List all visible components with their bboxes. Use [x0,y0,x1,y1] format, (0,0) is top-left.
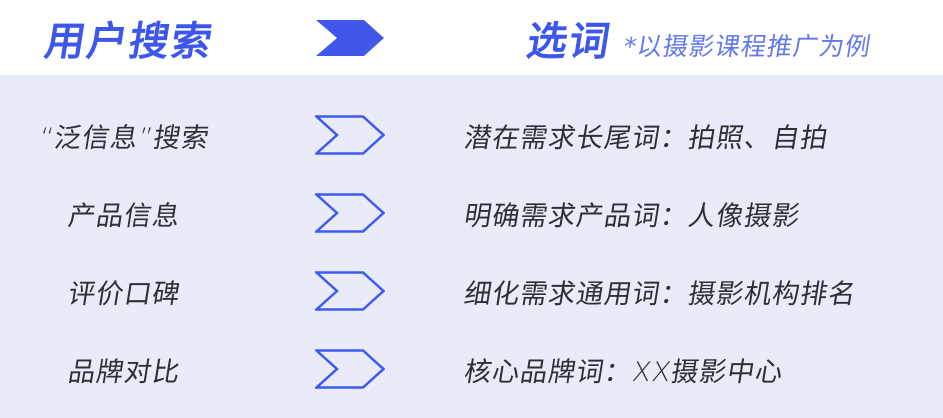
keyword-suggestion-label: 细化需求通用词：摄影机构排名 [462,278,859,310]
header: 用户搜索 选词 *以摄影课程推广为例 [0,0,943,75]
header-arrow-cell [250,19,450,56]
solid-arrow-right-icon [316,19,384,56]
mapping-row: 品牌对比 核心品牌词：XX摄影中心 [0,330,943,408]
search-type-label: 品牌对比 [66,356,183,388]
mapping-row: “泛信息”搜索 潜在需求长尾词：拍照、自拍 [0,96,943,174]
header-right-cell: 选词 *以摄影课程推广为例 [450,9,943,67]
keyword-suggestion-label: 明确需求产品词：人像摄影 [462,200,803,232]
mapping-table: “泛信息”搜索 潜在需求长尾词：拍照、自拍 产品信息 明确需求产品词：人像 [0,75,943,418]
search-type-label: 评价口碑 [66,278,183,310]
search-type-label: 产品信息 [66,200,183,232]
keyword-suggestion-label: 核心品牌词：XX摄影中心 [462,356,786,388]
chevron-right-icon [315,115,385,155]
keyword-suggestion-label: 潜在需求长尾词：拍照、自拍 [462,122,831,154]
mapping-row: 评价口碑 细化需求通用词：摄影机构排名 [0,252,943,330]
header-left-cell: 用户搜索 [0,9,250,67]
chevron-right-icon [315,349,385,389]
header-left-title: 用户搜索 [41,18,218,65]
search-type-label: “泛信息”搜索 [37,122,212,154]
header-example-note: *以摄影课程推广为例 [621,31,874,61]
chevron-right-icon [315,271,385,311]
chevron-right-icon [315,193,385,233]
mapping-row: 产品信息 明确需求产品词：人像摄影 [0,174,943,252]
header-right-title: 选词 [523,18,616,65]
